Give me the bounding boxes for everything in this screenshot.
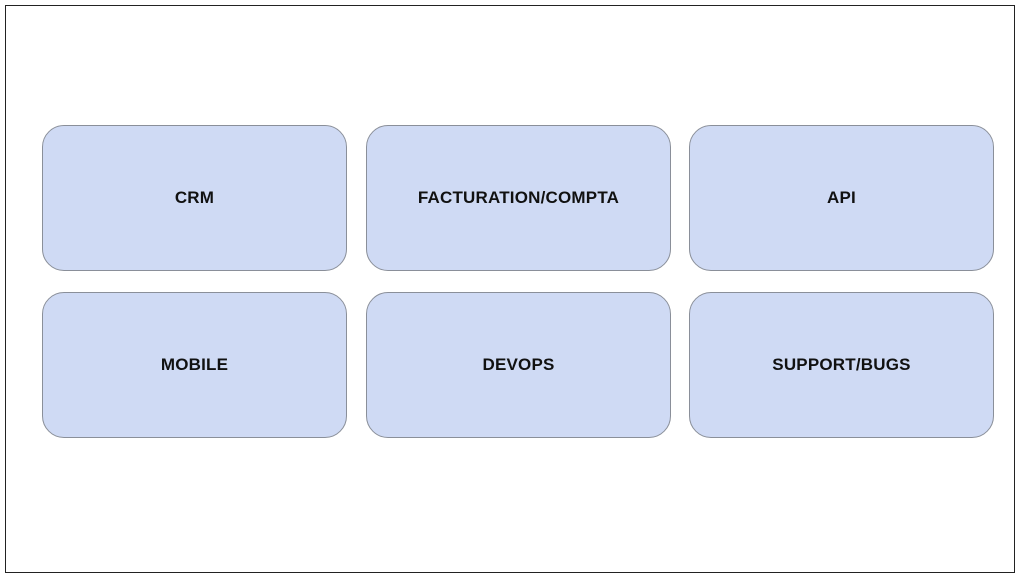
slide-frame: [5, 5, 1015, 573]
box-label-api: API: [827, 188, 856, 207]
box-facturation-compta: FACTURATION/COMPTA: [366, 125, 671, 271]
box-devops: DEVOPS: [366, 292, 671, 438]
box-label-mobile: MOBILE: [160, 355, 229, 374]
box-mobile: MOBILE: [42, 292, 347, 438]
box-label-support-bugs: SUPPORT/BUGS: [772, 355, 911, 374]
box-crm: CRM: [42, 125, 347, 271]
box-label-facturation-compta: FACTURATION/COMPTA: [417, 188, 620, 207]
box-api: API: [689, 125, 994, 271]
box-support-bugs: SUPPORT/BUGS: [689, 292, 994, 438]
box-label-devops: DEVOPS: [482, 355, 555, 374]
box-label-crm: CRM: [174, 188, 215, 207]
